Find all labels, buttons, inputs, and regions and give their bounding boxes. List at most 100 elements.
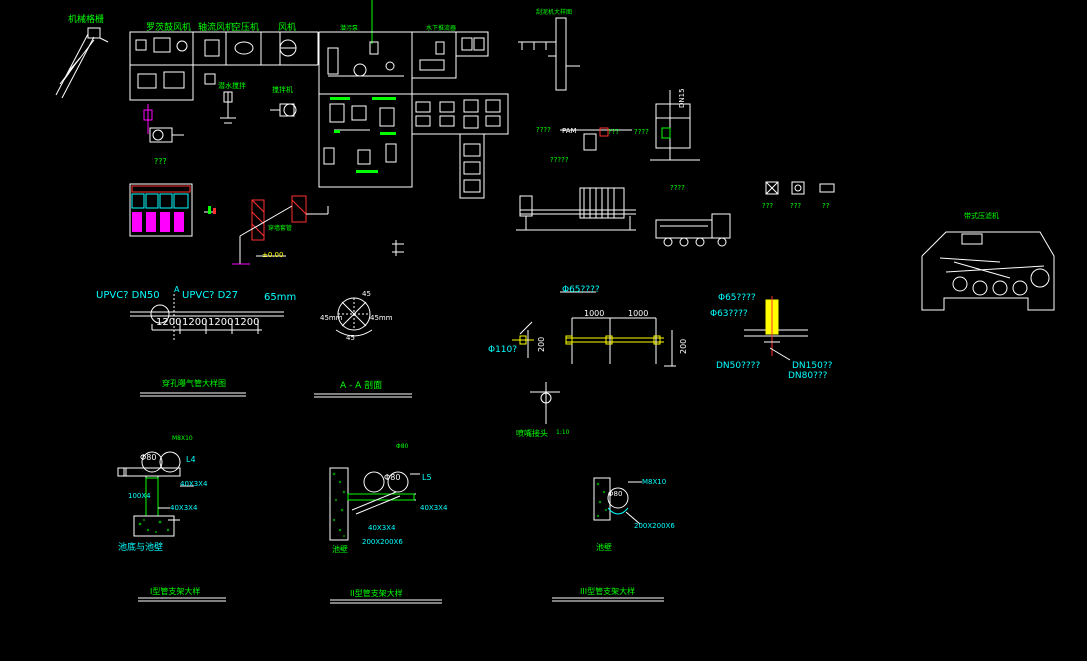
- aa-dim-45-c: 45mm: [370, 314, 393, 322]
- aa-section-circle: [335, 297, 373, 337]
- qqq-right: ????: [634, 128, 649, 136]
- phi110-label: Φ110?: [488, 345, 517, 355]
- belt-press: [921, 231, 1055, 311]
- phi65b-label: Φ65????: [718, 293, 756, 303]
- support-type-3: [593, 477, 642, 525]
- aa-dim-45-b: 45mm: [320, 314, 343, 322]
- top-center-label: 潜污泵: [340, 24, 358, 32]
- spacing-label: 65mm: [264, 292, 296, 303]
- s1-note-3: 100X4: [128, 492, 151, 500]
- blower-group-box: [129, 31, 319, 101]
- aa-dim-45-d: 45: [346, 334, 355, 342]
- filter-press: [516, 187, 636, 231]
- mixer-symbol: [220, 91, 236, 124]
- icon3-qqq: ??: [822, 202, 830, 210]
- s1-note-4: 40X3X4: [170, 504, 198, 512]
- caption-aa: A - A 剖面: [340, 379, 382, 391]
- dosing-system: [560, 90, 700, 161]
- dump-truck: [655, 213, 731, 247]
- s3-note-2: 200X200X6: [634, 522, 675, 530]
- dim-1000-b: 1000: [628, 309, 648, 318]
- s2-caption: 池壁: [332, 544, 348, 554]
- blower-group-label: 罗茨鼓风机: [146, 21, 191, 33]
- s2-note-3: 40X3X4: [368, 524, 396, 532]
- upvc-d27-label: UPVC? D27: [182, 290, 238, 301]
- belt-press-label: 带式压滤机: [964, 211, 999, 220]
- s2-note-2: 40X3X4: [420, 504, 448, 512]
- axial-fan-label: 轴流风机: [198, 21, 234, 33]
- support-3-wall-hatch: [596, 482, 608, 518]
- dn15-label: DN15: [678, 88, 686, 108]
- scraper-detail: [518, 17, 580, 91]
- top-center-right-label: 水下推流器: [426, 24, 456, 32]
- submersible-mixer-label: 潜水搅拌: [218, 81, 246, 90]
- support-2-title: II型管支架大样: [350, 588, 403, 598]
- small-valve-symbol: [204, 206, 216, 214]
- pam-label: PAM: [562, 127, 577, 135]
- compressor-label: 空压机: [232, 21, 259, 33]
- mechanical-grille-symbol: [55, 27, 109, 99]
- dosing-pump-qqq: ???: [154, 157, 167, 166]
- s2-note-1: Φ80: [396, 443, 409, 450]
- aeration-pipe-detail: [130, 294, 284, 340]
- phi63-label: Φ63????: [710, 309, 748, 319]
- support-2-wall-hatch: [332, 472, 346, 537]
- scraper-label: 刮泥机大样图: [536, 8, 572, 16]
- section-a-top: A: [174, 285, 180, 294]
- support-1-base-hatch: [138, 519, 170, 533]
- s3-phi80: Φ80: [608, 490, 622, 498]
- s1-phi80: Φ80: [140, 453, 156, 462]
- green-bars: [330, 97, 396, 173]
- icon2-qqq: ???: [790, 202, 801, 210]
- fan-label: 风机: [278, 21, 296, 33]
- connection-detail: [744, 296, 808, 361]
- s1-note-1: M8X10: [172, 435, 193, 442]
- support-1-title: I型管支架大样: [150, 586, 200, 596]
- icon1-qqq: ???: [762, 202, 773, 210]
- nozzle-caption: 喷嘴接头: [516, 428, 548, 438]
- dim-1200-d: 1200: [234, 317, 259, 328]
- nozzle-detail: [512, 291, 676, 424]
- s1-dim-l4: L4: [186, 455, 196, 464]
- dim-200-a: 200: [537, 337, 546, 352]
- small-cross-symbol: [392, 240, 404, 256]
- s1-caption: 池底与池壁: [118, 541, 163, 553]
- s2-phi80: Φ80: [384, 473, 400, 482]
- mixer-small-label: 搅拌机: [272, 85, 293, 94]
- elevation-label: ±0.00: [262, 251, 283, 259]
- dim-200-b: 200: [679, 339, 688, 354]
- grille-title: 机械格栅: [68, 13, 104, 25]
- s3-note-1: M8X10: [642, 478, 666, 486]
- nozzle-scale: 1:10: [556, 429, 570, 436]
- wall-penetration-detail: [232, 195, 329, 265]
- legend-icons: [765, 181, 835, 195]
- aa-dim-45-a: 45: [362, 290, 371, 298]
- pump-small-symbol: [270, 103, 297, 117]
- dn150-label: DN150??: [792, 361, 833, 371]
- s3-caption: 池壁: [596, 542, 612, 552]
- s2-note-4: 200X200X6: [362, 538, 403, 546]
- s1-note-2: 40X3X4: [180, 480, 208, 488]
- support-type-2: [329, 467, 420, 541]
- dn80-label: DN80???: [788, 371, 828, 381]
- dim-1200-b: 1200: [182, 317, 207, 328]
- dim-1000-a: 1000: [584, 309, 604, 318]
- qqq-mid: ???: [608, 128, 619, 136]
- control-cabinet-panel: [129, 183, 193, 237]
- support-3-title: III型管支架大样: [580, 586, 635, 596]
- dosing-pump-symbol: [143, 104, 184, 143]
- qqq-left: ????: [536, 126, 551, 134]
- dn50-label: DN50????: [716, 361, 760, 371]
- upvc-dn50-label: UPVC? DN50: [96, 290, 160, 301]
- pipe-note-label: 穿墙套管: [268, 224, 292, 232]
- support-type-1: [117, 451, 194, 537]
- phi65-label: Φ65????: [562, 285, 600, 295]
- pump-equipment-box: [318, 0, 509, 199]
- caption-aeration: 穿孔曝气管大样图: [162, 378, 226, 388]
- dim-1200-a: 1200: [156, 317, 181, 328]
- qqq-under: ?????: [550, 156, 569, 164]
- truck-qqq: ????: [670, 184, 685, 192]
- dim-1200-c: 1200: [208, 317, 233, 328]
- s2-dim-l5: L5: [422, 473, 432, 482]
